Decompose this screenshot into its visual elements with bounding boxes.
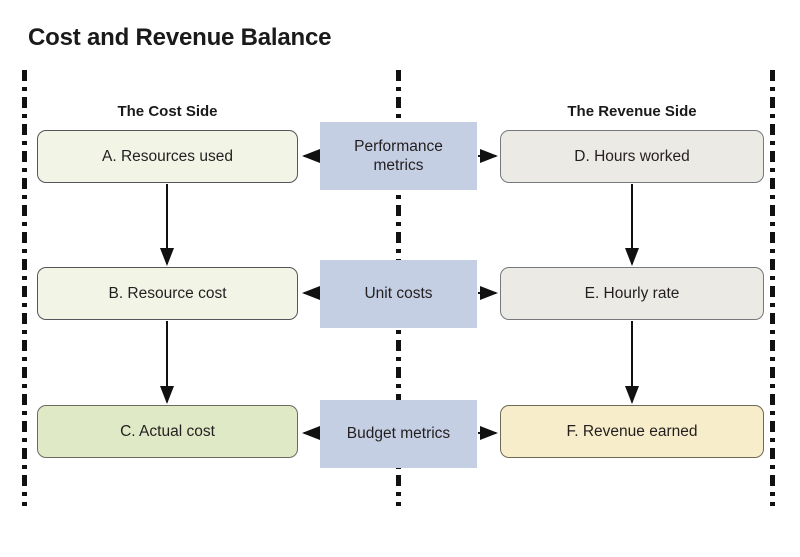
box-resource-cost-label: B. Resource cost bbox=[108, 284, 227, 302]
box-performance-metrics-label: Performance metrics bbox=[354, 137, 443, 174]
dashed-divider-right bbox=[770, 70, 775, 506]
box-actual-cost-label: C. Actual cost bbox=[120, 422, 215, 440]
cost-side-header: The Cost Side bbox=[117, 103, 218, 120]
box-hours-worked: D. Hours worked bbox=[500, 130, 764, 183]
diagram-title: Cost and Revenue Balance bbox=[28, 24, 332, 51]
box-hours-worked-label: D. Hours worked bbox=[574, 147, 690, 165]
box-performance-metrics: Performance metrics bbox=[320, 122, 477, 190]
box-unit-costs-label: Unit costs bbox=[364, 285, 433, 303]
box-hourly-rate: E. Hourly rate bbox=[500, 267, 764, 320]
box-resource-cost: B. Resource cost bbox=[37, 267, 298, 320]
box-budget-metrics-label: Budget metrics bbox=[346, 425, 451, 443]
box-resources-used: A. Resources used bbox=[37, 130, 298, 183]
box-resources-used-label: A. Resources used bbox=[102, 147, 233, 165]
dashed-divider-left bbox=[22, 70, 27, 506]
box-actual-cost: C. Actual cost bbox=[37, 405, 298, 458]
box-revenue-earned: F. Revenue earned bbox=[500, 405, 764, 458]
revenue-side-header: The Revenue Side bbox=[567, 103, 697, 120]
box-unit-costs: Unit costs bbox=[320, 260, 477, 328]
box-hourly-rate-label: E. Hourly rate bbox=[584, 284, 680, 302]
box-revenue-earned-label: F. Revenue earned bbox=[566, 422, 698, 440]
box-budget-metrics: Budget metrics bbox=[320, 400, 477, 468]
